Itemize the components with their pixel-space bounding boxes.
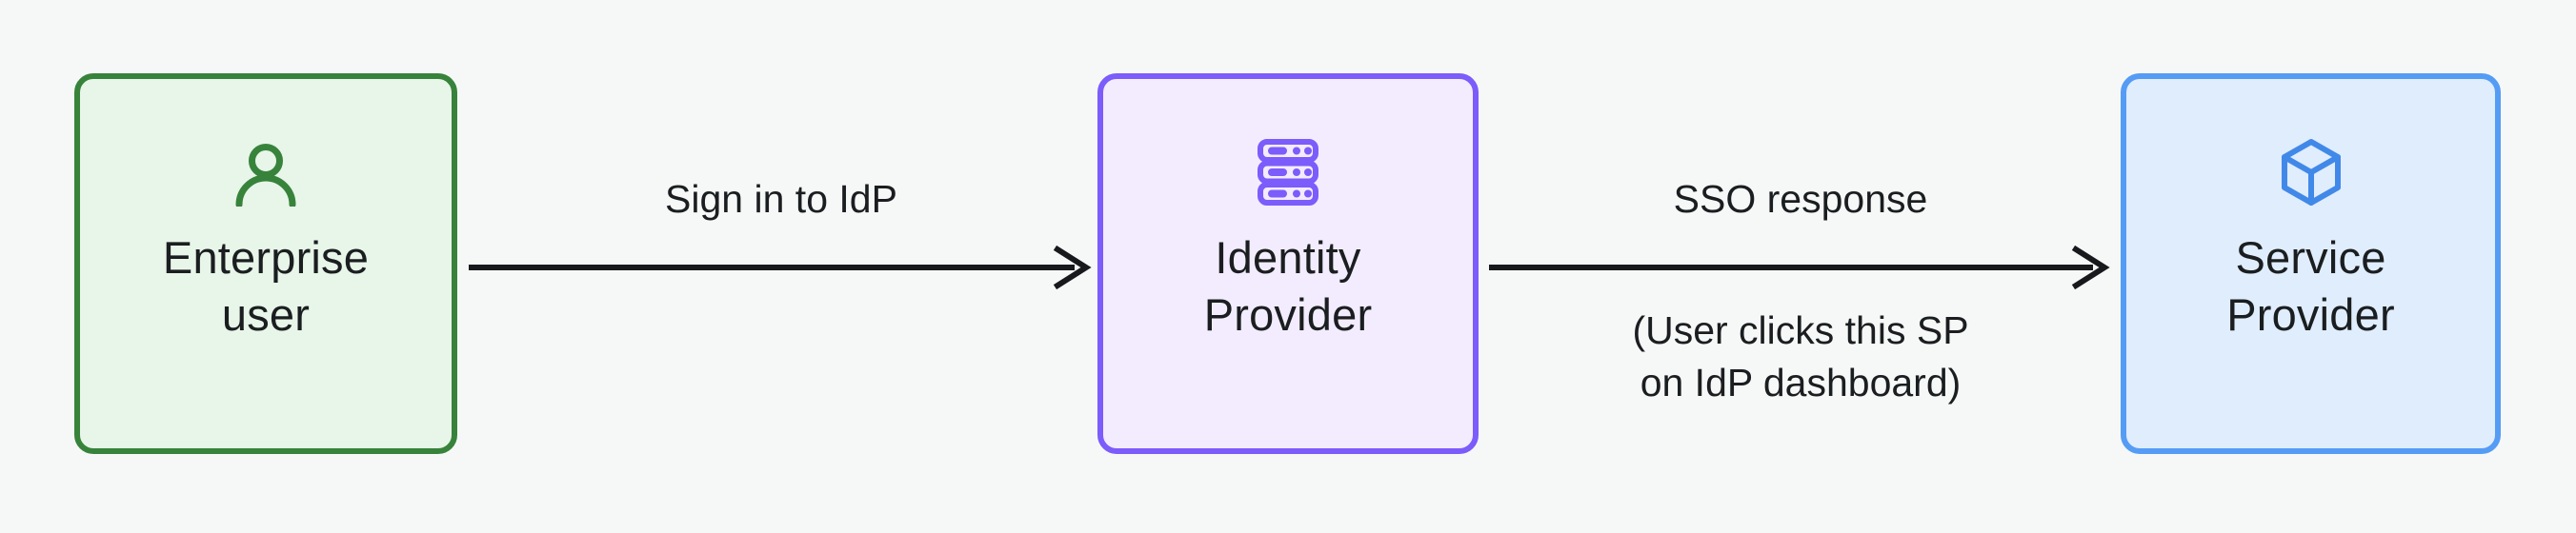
edge-sublabel-user-clicks-sp: (User clicks this SP on IdP dashboard) [1632, 308, 1969, 405]
node-identity-provider[interactable]: Identity Provider [1097, 73, 1479, 454]
edge-label-sign-in-to-idp: Sign in to IdP [665, 177, 897, 221]
person-icon [235, 144, 296, 207]
node-label-service-provider: Service Provider [2226, 232, 2395, 340]
edge-label-sso-response: SSO response [1673, 177, 1928, 221]
arrow-idp-to-sp [1489, 245, 2110, 290]
server-rack-icon [1258, 139, 1318, 206]
arrow-user-to-idp [469, 245, 1092, 290]
node-enterprise-user[interactable]: Enterprise user [74, 73, 457, 454]
cube-icon [2281, 139, 2341, 206]
node-service-provider[interactable]: Service Provider [2121, 73, 2501, 454]
node-label-enterprise-user: Enterprise user [162, 232, 370, 340]
node-label-identity-provider: Identity Provider [1203, 232, 1373, 340]
